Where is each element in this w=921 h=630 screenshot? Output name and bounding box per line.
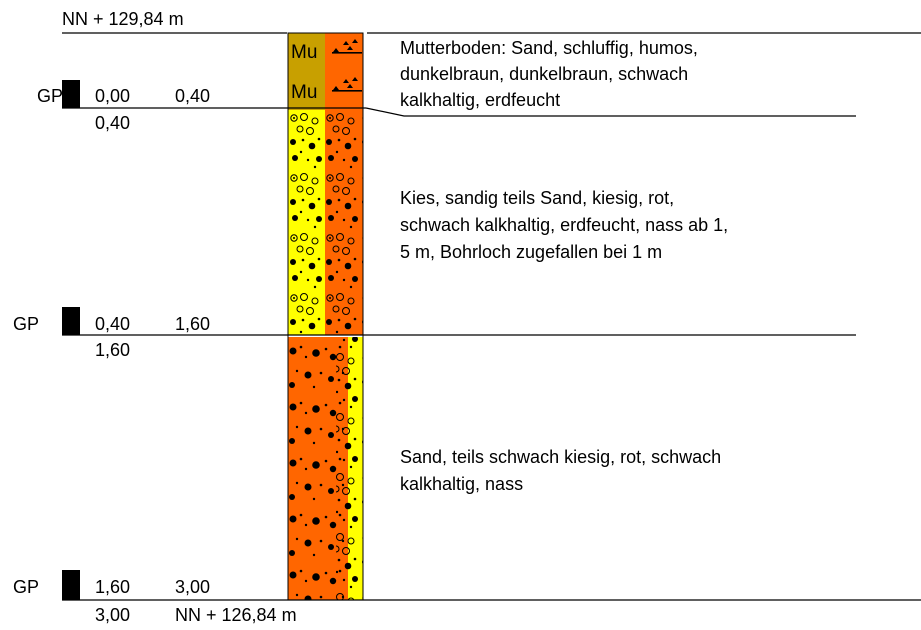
layer-1-gp-label: GP xyxy=(37,86,63,106)
layer-2-gp-marker xyxy=(62,307,80,335)
layer-1-sample-to: 0,40 xyxy=(175,86,210,106)
layer-3-depth-bottom: 3,00 xyxy=(95,605,130,625)
layer-3-gp-label: GP xyxy=(13,577,39,597)
layer-1-pattern xyxy=(325,33,363,110)
layer-1-desc-line-2: dunkelbraun, dunkelbraun, schwach xyxy=(400,64,688,84)
layer-1-desc-line-3: kalkhaltig, erdfeucht xyxy=(400,90,560,110)
layer-3-column xyxy=(288,337,363,600)
layer-3-desc-line-2: kalkhaltig, nass xyxy=(400,474,523,494)
layer-1-code-b: Mu xyxy=(291,82,317,103)
layer-2-gp-label: GP xyxy=(13,314,39,334)
layer-3-sample-to: 3,00 xyxy=(175,577,210,597)
layer-1-column: Mu Mu xyxy=(288,33,363,110)
layer-3-gravel-pattern xyxy=(336,337,363,600)
layer-2-desc-line-1: Kies, sandig teils Sand, kiesig, rot, xyxy=(400,188,674,208)
layer-1-sample-from: 0,00 xyxy=(95,86,130,106)
layer-2-desc-line-3: 5 m, Bohrloch zugefallen bei 1 m xyxy=(400,242,662,262)
layer-1-code-a: Mu xyxy=(291,42,317,63)
layer-2-column xyxy=(288,110,363,335)
layer-3-desc-line-1: Sand, teils schwach kiesig, rot, schwach xyxy=(400,447,721,467)
layer-1-gp-marker xyxy=(62,80,80,108)
layer-2-desc-line-2: schwach kalkhaltig, erdfeucht, nass ab 1… xyxy=(400,215,728,235)
bottom-elevation-label: NN + 126,84 m xyxy=(175,605,297,625)
layer-2-depth-bottom: 1,60 xyxy=(95,340,130,360)
layer-1-leader xyxy=(365,107,856,117)
layer-1-left-fill xyxy=(288,33,325,110)
layer-1-depth-bottom: 0,40 xyxy=(95,113,130,133)
layer-3-gp-marker xyxy=(62,570,80,600)
layer-2-sample-to: 1,60 xyxy=(175,314,210,334)
layer-2-pattern xyxy=(288,110,363,335)
layer-1-desc-line-1: Mutterboden: Sand, schluffig, humos, xyxy=(400,38,698,58)
column-outline xyxy=(287,32,364,601)
top-elevation-label: NN + 129,84 m xyxy=(62,9,184,29)
layer-3-sample-from: 1,60 xyxy=(95,577,130,597)
layer-2-sample-from: 0,40 xyxy=(95,314,130,334)
